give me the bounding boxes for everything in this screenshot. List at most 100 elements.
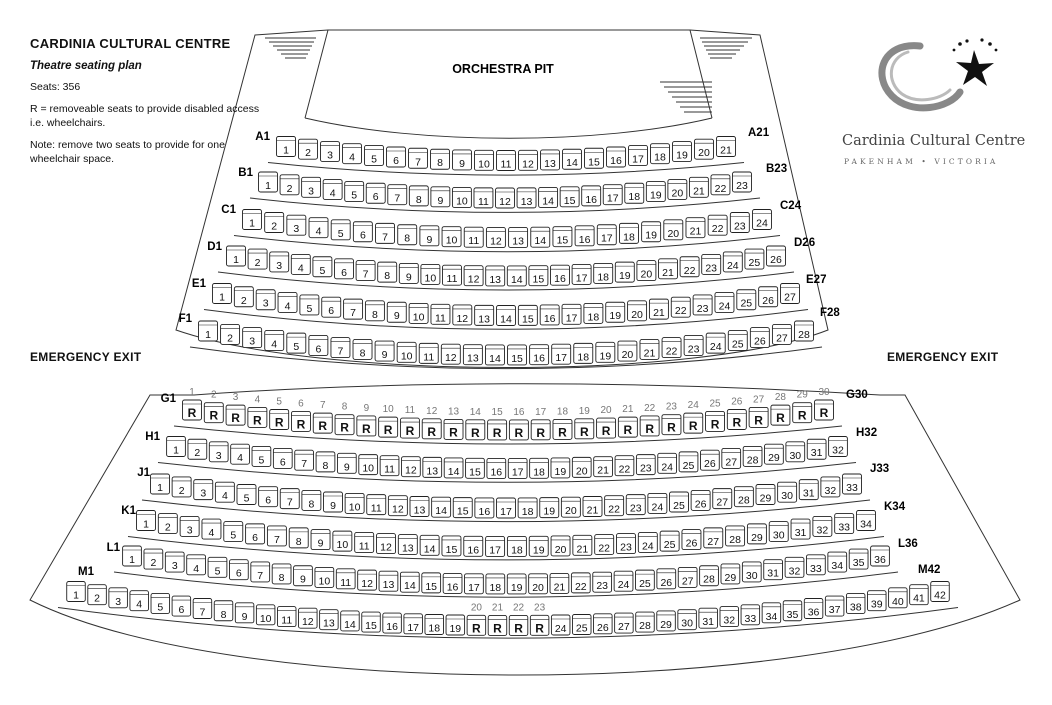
seat[interactable]: 12 (440, 343, 461, 365)
removable-seat[interactable]: R (530, 419, 551, 441)
seat[interactable]: 21 (572, 534, 593, 556)
removable-seat[interactable]: R (399, 417, 420, 439)
seat[interactable]: 1 (166, 436, 186, 457)
seat[interactable]: 9 (419, 225, 440, 247)
seat[interactable]: 7 (192, 598, 213, 619)
removable-seat[interactable]: R (574, 418, 595, 440)
seat[interactable]: 20 (560, 496, 581, 518)
seat[interactable]: 13 (540, 149, 560, 171)
seat[interactable]: 15 (552, 226, 573, 248)
removable-seat[interactable]: R (792, 402, 813, 424)
seat[interactable]: 4 (186, 554, 206, 576)
seat[interactable]: 1 (276, 136, 296, 157)
seat[interactable]: 9 (310, 529, 331, 551)
removable-seat[interactable]: R (182, 399, 202, 421)
seat[interactable]: 16 (606, 146, 626, 168)
seat[interactable]: 5 (286, 332, 307, 354)
seat[interactable]: 25 (744, 248, 765, 270)
seat[interactable]: 3 (179, 515, 200, 537)
seat[interactable]: 9 (386, 301, 407, 323)
removable-seat[interactable]: R (770, 404, 791, 426)
seat[interactable]: 31 (798, 479, 819, 501)
seat[interactable]: 9 (374, 340, 395, 362)
seat[interactable]: 26 (593, 613, 613, 635)
seat[interactable]: 8 (213, 600, 234, 622)
seat[interactable]: 8 (397, 224, 418, 246)
seat[interactable]: 7 (330, 337, 351, 359)
seat[interactable]: 27 (771, 323, 792, 345)
seat[interactable]: 19 (528, 535, 549, 557)
removable-seat[interactable]: R (421, 418, 442, 440)
seat[interactable]: 34 (856, 510, 876, 531)
seat[interactable]: 18 (506, 536, 527, 557)
seat[interactable]: 10 (451, 187, 472, 208)
seat[interactable]: 12 (298, 607, 318, 629)
seat[interactable]: 4 (308, 217, 329, 239)
seat[interactable]: 15 (452, 497, 473, 519)
seat[interactable]: 30 (741, 561, 762, 583)
seat[interactable]: 30 (768, 521, 789, 543)
seat[interactable]: 12 (357, 569, 377, 591)
seat[interactable]: 14 (506, 265, 527, 287)
seat[interactable]: 34 (827, 551, 848, 573)
seat[interactable]: 39 (867, 590, 887, 612)
seat[interactable]: 28 (794, 320, 814, 342)
seat[interactable]: 15 (361, 611, 381, 633)
seat[interactable]: 27 (677, 566, 698, 588)
seat[interactable]: 19 (539, 497, 560, 519)
seat[interactable]: 7 (408, 147, 428, 169)
seat[interactable]: 9 (398, 262, 419, 284)
seat[interactable]: 19 (672, 141, 692, 162)
seat[interactable]: 4 (290, 253, 311, 275)
seat[interactable]: 3 (286, 214, 307, 236)
seat[interactable]: 17 (464, 573, 484, 595)
removable-seat[interactable]: R (705, 410, 725, 432)
seat[interactable]: 1 (136, 510, 156, 531)
seat[interactable]: 11 (496, 150, 516, 171)
seat[interactable]: 29 (720, 563, 741, 585)
seat[interactable]: 6 (245, 523, 266, 545)
seat[interactable]: 25 (572, 614, 592, 635)
seat[interactable]: 24 (613, 570, 634, 592)
seat[interactable]: 12 (387, 495, 408, 517)
seat[interactable]: 13 (422, 456, 443, 478)
seat[interactable]: 6 (171, 595, 192, 617)
seat[interactable]: 6 (334, 258, 354, 280)
seat[interactable]: 27 (780, 283, 800, 304)
seat[interactable]: 10 (344, 492, 365, 514)
seat[interactable]: 23 (729, 212, 750, 233)
seat[interactable]: 13 (409, 496, 430, 517)
seat[interactable]: 32 (812, 515, 833, 537)
seat[interactable]: 24 (714, 292, 735, 313)
seat[interactable]: 4 (322, 179, 343, 200)
seat[interactable]: 24 (752, 209, 772, 230)
seat[interactable]: 25 (727, 330, 748, 351)
seat[interactable]: 10 (474, 149, 494, 171)
seat[interactable]: 23 (683, 335, 704, 356)
seat[interactable]: 17 (596, 224, 617, 246)
seat[interactable]: 3 (320, 141, 340, 162)
seat[interactable]: 28 (635, 611, 655, 633)
seat[interactable]: 17 (496, 497, 516, 519)
seat[interactable]: 29 (764, 443, 784, 465)
seat[interactable]: 14 (431, 496, 452, 518)
seat[interactable]: 27 (703, 527, 724, 549)
seat[interactable]: 14 (399, 571, 420, 593)
seat[interactable]: 7 (343, 298, 364, 320)
seat[interactable]: 2 (171, 476, 192, 498)
seat[interactable]: 23 (635, 454, 656, 476)
seat[interactable]: 25 (659, 530, 680, 552)
removable-seat[interactable]: R (466, 614, 487, 636)
seat[interactable]: 29 (755, 484, 776, 505)
seat[interactable]: 28 (733, 486, 754, 508)
seat[interactable]: 22 (604, 495, 625, 517)
seat[interactable]: 42 (930, 581, 950, 602)
seat[interactable]: 5 (312, 256, 333, 278)
removable-seat[interactable]: R (269, 409, 290, 430)
seat[interactable]: 2 (247, 248, 268, 270)
seat[interactable]: 22 (570, 572, 591, 594)
seat[interactable]: 2 (220, 323, 241, 345)
seat[interactable]: 12 (401, 456, 421, 478)
seat[interactable]: 17 (403, 613, 423, 635)
seat[interactable]: 7 (387, 184, 408, 206)
